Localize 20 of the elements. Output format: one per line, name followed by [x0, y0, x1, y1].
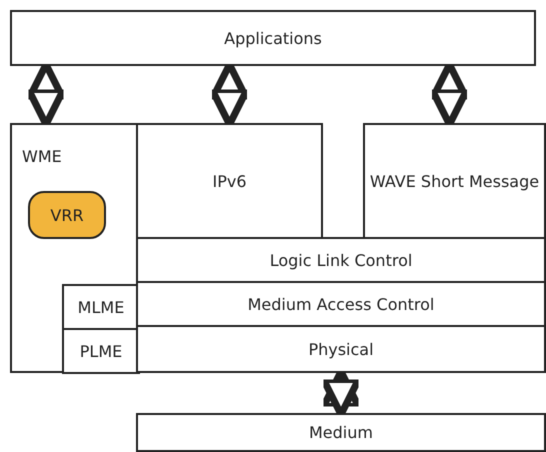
- entity-box: [62, 328, 140, 374]
- module-box: [28, 191, 106, 239]
- layer-box: [136, 413, 546, 452]
- layer-label: Logic Link Control: [270, 250, 412, 270]
- layer-label: IPv6: [212, 172, 246, 190]
- layer-label: Applications: [224, 28, 322, 48]
- layer-label: Medium Access Control: [248, 294, 434, 314]
- entity-box: [10, 123, 138, 373]
- layer-box: [136, 325, 546, 373]
- layer-label: Physical: [308, 340, 374, 358]
- layer-label: WME: [22, 147, 62, 166]
- layer-label: Medium: [309, 423, 373, 442]
- layer-box: [136, 123, 323, 239]
- layer-box: [363, 123, 546, 239]
- layer-label: PLME: [80, 342, 122, 360]
- layer-box: [10, 10, 536, 66]
- layer-box: [136, 281, 546, 327]
- layer-label: MLME: [78, 298, 124, 316]
- layer-label: VRR: [50, 206, 84, 224]
- layer-label: WAVE Short Message: [370, 172, 540, 190]
